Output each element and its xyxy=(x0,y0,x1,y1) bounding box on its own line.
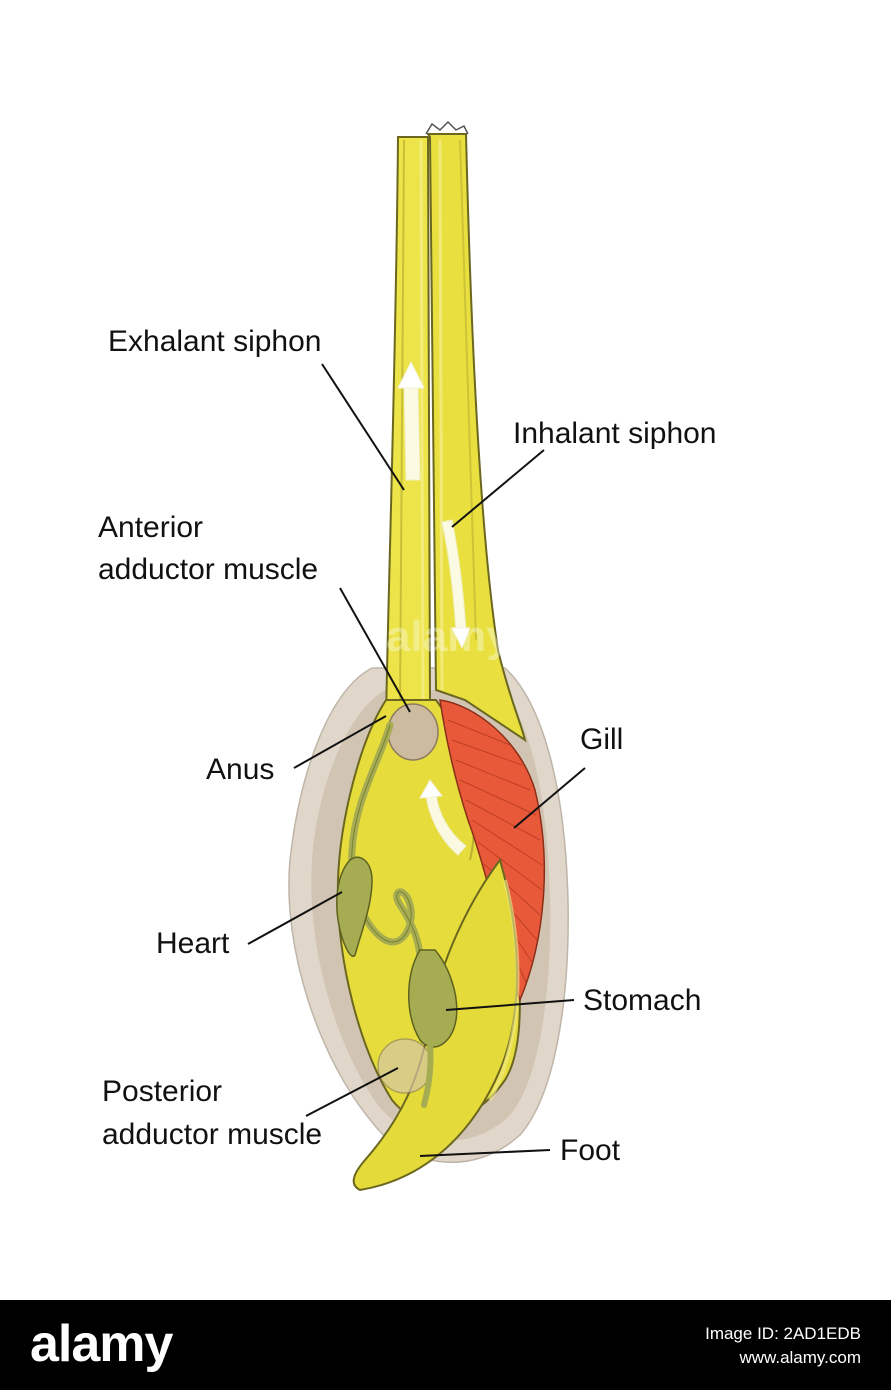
leader-stomach xyxy=(445,999,575,1011)
brand-logo: alamy xyxy=(30,1315,173,1373)
label-gill: Gill xyxy=(580,723,624,756)
gill xyxy=(439,699,546,1003)
footer-bar: alamy Image ID: 2AD1EDB www.alamy.com xyxy=(0,1300,891,1390)
label-foot: Foot xyxy=(560,1134,621,1167)
leader-anterior-adductor xyxy=(339,587,411,713)
label-posterior-line2: adductor muscle xyxy=(102,1118,323,1151)
label-exhalant-siphon: Exhalant siphon xyxy=(108,325,322,358)
label-stomach: Stomach xyxy=(583,984,702,1017)
leader-inhalant-siphon xyxy=(451,449,545,528)
leader-posterior-adductor xyxy=(305,1067,399,1117)
image-id-block: Image ID: 2AD1EDB www.alamy.com xyxy=(705,1322,861,1370)
leader-gill xyxy=(513,767,586,829)
label-heart: Heart xyxy=(156,927,230,960)
label-anus: Anus xyxy=(206,753,275,786)
up-arrow xyxy=(403,384,421,481)
posterior-adductor-muscle xyxy=(377,1038,433,1094)
watermark: alamy xyxy=(386,612,511,661)
label-anterior-line1: Anterior xyxy=(98,511,204,544)
heart xyxy=(336,856,373,957)
label-anterior-line2: adductor muscle xyxy=(98,553,319,586)
diagram: Exhalant siphon Inhalant siphon Anterior… xyxy=(98,120,717,1192)
leader-lines xyxy=(247,363,586,1157)
stomach xyxy=(408,949,458,1048)
leader-foot xyxy=(419,1149,551,1157)
site-url: www.alamy.com xyxy=(739,1348,861,1367)
anterior-adductor-muscle xyxy=(387,703,439,761)
leader-anus xyxy=(293,715,387,769)
clam-anatomy-illustration xyxy=(247,120,586,1192)
leader-exhalant-siphon xyxy=(321,363,405,491)
image-id: Image ID: 2AD1EDB xyxy=(705,1324,861,1343)
leader-heart xyxy=(247,891,343,945)
label-inhalant-siphon: Inhalant siphon xyxy=(513,417,717,450)
label-posterior-line1: Posterior xyxy=(102,1075,223,1108)
water-flow-arrows xyxy=(397,360,471,856)
